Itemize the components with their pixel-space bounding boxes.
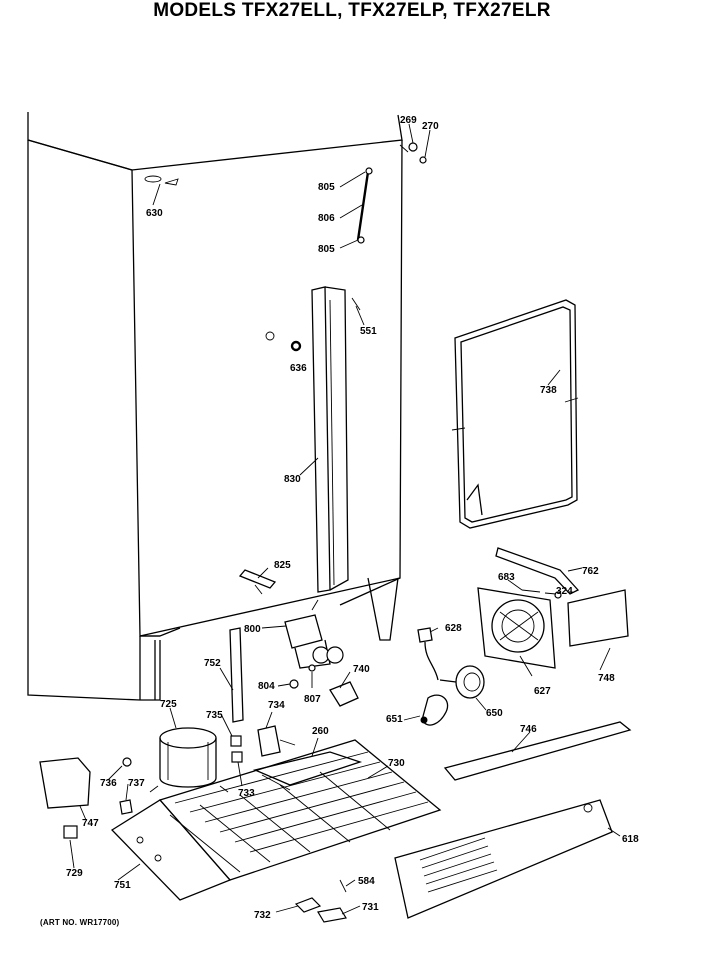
callout-751: 751 xyxy=(114,880,131,891)
callout-630: 630 xyxy=(146,208,163,219)
callout-737: 737 xyxy=(128,778,145,789)
page-title: MODELS TFX27ELL, TFX27ELP, TFX27ELR xyxy=(153,0,551,21)
screw-683 xyxy=(521,589,541,593)
callout-807: 807 xyxy=(304,694,321,705)
part-737 xyxy=(119,799,133,815)
callout-733: 733 xyxy=(238,788,255,799)
bar-746 xyxy=(443,721,632,781)
tube-762 xyxy=(495,547,580,595)
callout-584: 584 xyxy=(358,876,375,887)
art-number: (ART NO. WR17700) xyxy=(40,918,120,927)
callout-683: 683 xyxy=(498,572,515,583)
clip-807 xyxy=(308,664,316,672)
part-729 xyxy=(63,825,78,839)
callout-627: 627 xyxy=(534,686,551,697)
callout-732: 732 xyxy=(254,910,271,921)
callout-805b: 805 xyxy=(318,244,335,255)
callout-731: 731 xyxy=(362,902,379,913)
callout-748: 748 xyxy=(598,673,615,684)
callout-651: 651 xyxy=(386,714,403,725)
callout-806: 806 xyxy=(318,213,335,224)
screw-551 xyxy=(351,297,361,311)
callout-734: 734 xyxy=(268,700,285,711)
cover-plate-748 xyxy=(567,589,629,647)
relay-735 xyxy=(230,735,242,747)
part-736 xyxy=(122,757,132,767)
drain-channel-830 xyxy=(311,286,349,593)
callout-804: 804 xyxy=(258,681,275,692)
part-740 xyxy=(329,681,359,707)
compressor-725 xyxy=(149,727,229,793)
callout-825: 825 xyxy=(274,560,291,571)
callout-735: 735 xyxy=(206,710,223,721)
callout-762: 762 xyxy=(582,566,599,577)
part-732 xyxy=(294,897,322,913)
drain-pan-260 xyxy=(252,751,363,791)
washer-804 xyxy=(289,679,299,689)
cabinet-drawing xyxy=(27,112,403,701)
callout-260: 260 xyxy=(312,726,329,737)
base-plate-751 xyxy=(110,799,232,901)
tube-806 xyxy=(356,142,427,244)
callout-746: 746 xyxy=(520,724,537,735)
callout-729: 729 xyxy=(66,868,83,879)
callout-628: 628 xyxy=(445,623,462,634)
callout-551: 551 xyxy=(360,326,377,337)
callout-636: 636 xyxy=(290,363,307,374)
callout-830: 830 xyxy=(284,474,301,485)
part-825 xyxy=(238,569,277,595)
fan-shroud-627 xyxy=(477,587,556,669)
leader-lines xyxy=(69,123,621,915)
grommet-324 xyxy=(554,591,562,599)
overload-733 xyxy=(231,751,243,763)
grille-618 xyxy=(394,799,613,919)
callout-805: 805 xyxy=(318,182,335,193)
fan-motor-650 xyxy=(439,665,485,699)
callout-736: 736 xyxy=(100,778,117,789)
callout-269: 269 xyxy=(400,115,417,126)
callout-725: 725 xyxy=(160,699,177,710)
bracket-752 xyxy=(229,627,244,723)
cover-747 xyxy=(39,757,91,809)
callout-270: 270 xyxy=(422,121,439,132)
part-731 xyxy=(317,907,347,923)
callout-labels: 269 270 630 805 806 805 551 636 738 830 … xyxy=(66,115,639,921)
screw-584 xyxy=(339,879,347,893)
condenser-coil-730 xyxy=(158,739,442,881)
condenser-loop-738 xyxy=(451,299,579,529)
callout-324: 324 xyxy=(556,586,573,597)
callout-740: 740 xyxy=(353,664,370,675)
water-valve-800 xyxy=(284,599,344,669)
callout-747: 747 xyxy=(82,818,99,829)
callout-738: 738 xyxy=(540,385,557,396)
bracket-734 xyxy=(257,725,296,757)
callout-730: 730 xyxy=(388,758,405,769)
sensor-628 xyxy=(417,627,439,681)
callout-800: 800 xyxy=(244,624,261,635)
callout-618: 618 xyxy=(622,834,639,845)
fan-blade-651 xyxy=(420,694,449,726)
callout-650: 650 xyxy=(486,708,503,719)
callout-752: 752 xyxy=(204,658,221,669)
